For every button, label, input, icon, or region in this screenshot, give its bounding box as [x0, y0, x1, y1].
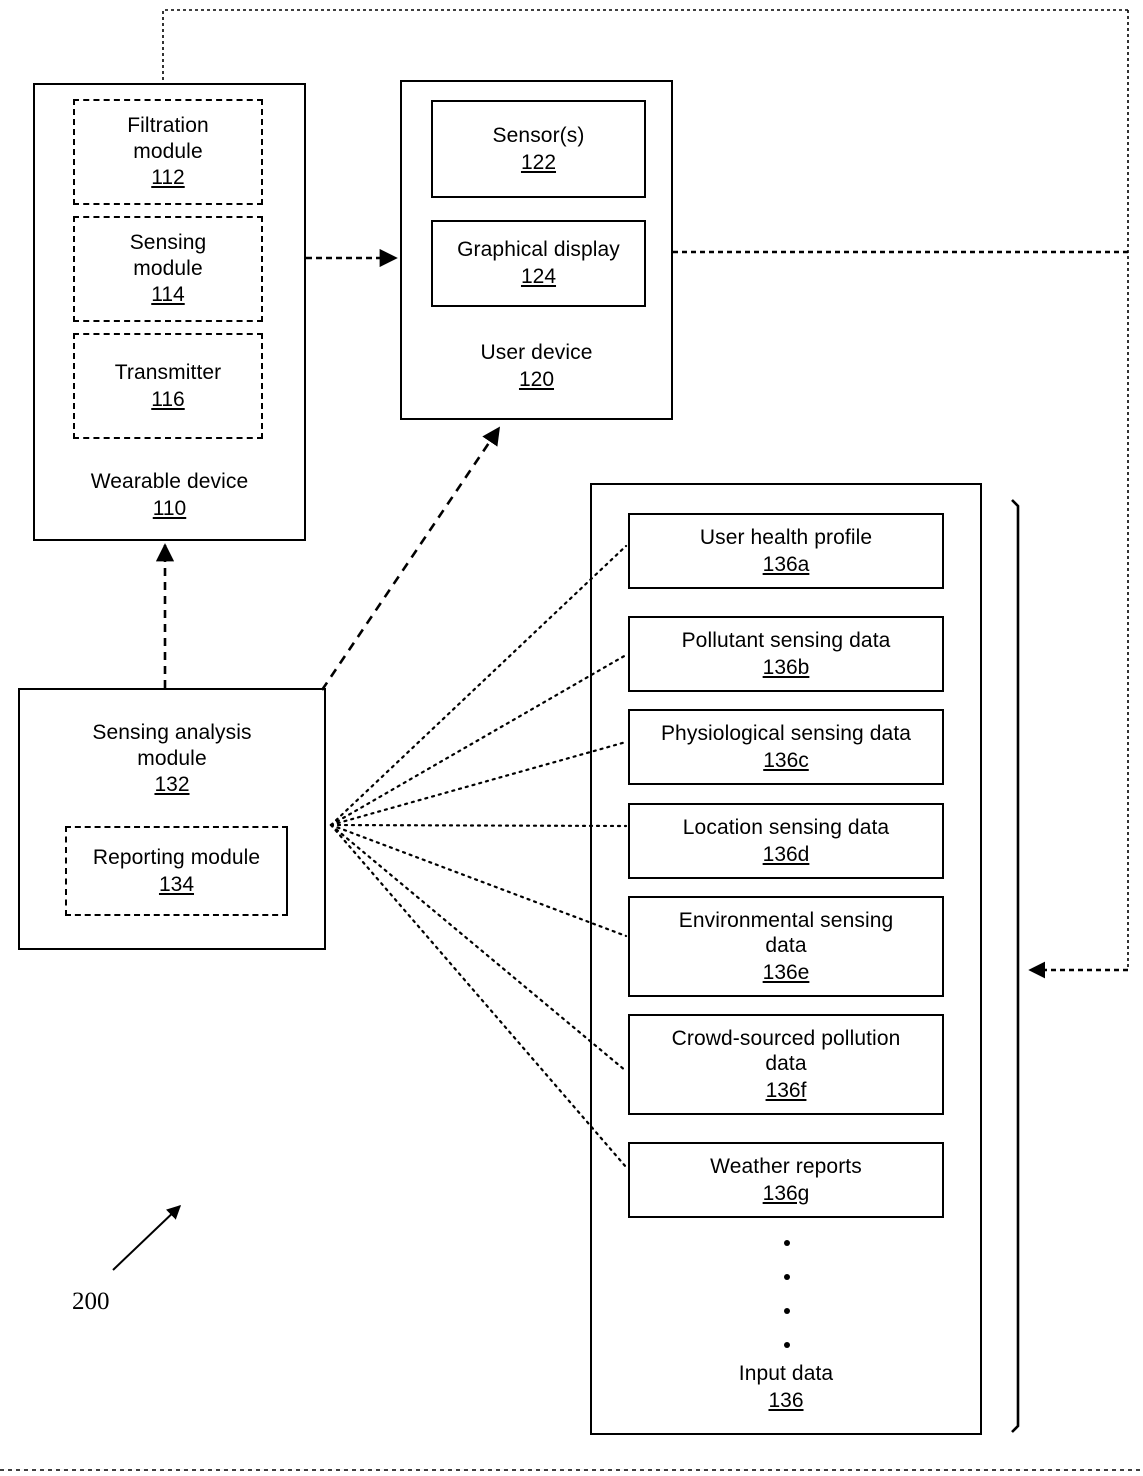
user-device-ref: 120 [518, 368, 555, 392]
filtration-module-box[interactable]: Filtration module 112 [73, 99, 263, 205]
connector-fan-input-data [329, 544, 628, 1169]
input-data-bracket [1011, 499, 1020, 1433]
input-data-ref: 136 [768, 1389, 804, 1413]
sensing-analysis-label-line2: module [137, 746, 207, 770]
sensing-module-label-line1: Sensing [129, 231, 207, 255]
crowd-sourced-pollution-data-box[interactable]: Crowd-sourced pollution data 136f [628, 1014, 944, 1115]
sensors-ref: 122 [520, 150, 557, 174]
graphical-display-ref: 124 [520, 265, 557, 288]
wearable-device-container[interactable]: Filtration module 112 Sensing module 114… [33, 83, 306, 541]
fan-line-136b [329, 653, 628, 827]
sensing-module-label-line2: module [133, 256, 203, 280]
physiological-sensing-data-box[interactable]: Physiological sensing data 136c [628, 709, 944, 785]
environmental-sensing-data-label-line2: data [765, 934, 807, 958]
location-sensing-data-box[interactable]: Location sensing data 136d [628, 803, 944, 879]
sensing-module-ref: 114 [151, 283, 185, 307]
crowd-sourced-pollution-data-label-line1: Crowd-sourced pollution [671, 1026, 901, 1050]
location-sensing-data-ref: 136d [762, 842, 810, 866]
fan-line-136e [329, 823, 628, 938]
sensors-box[interactable]: Sensor(s) 122 [431, 100, 646, 198]
user-health-profile-label: User health profile [699, 525, 873, 549]
fan-line-136g [329, 823, 628, 1169]
input-data-caption: Input data 136 [592, 1361, 980, 1415]
weather-reports-ref: 136g [762, 1181, 810, 1205]
user-health-profile-box[interactable]: User health profile 136a [628, 513, 944, 589]
connector-analysis-to-userdevice [320, 426, 501, 691]
user-device-title: User device [480, 341, 593, 364]
figure-number-label: 200 [72, 1288, 110, 1315]
reporting-module-label: Reporting module [92, 845, 261, 869]
user-device-container[interactable]: Sensor(s) 122 Graphical display 124 User… [400, 80, 673, 420]
filtration-module-label-line1: Filtration [127, 114, 209, 138]
graphical-display-box[interactable]: Graphical display 124 [431, 220, 646, 307]
physiological-sensing-data-ref: 136c [763, 748, 809, 772]
connector-top-feedback [162, 9, 1128, 83]
graphical-display-label: Graphical display [457, 238, 620, 262]
ellipsis-dot [784, 1308, 790, 1314]
figure-leader-arrow [112, 1205, 182, 1271]
input-data-title: Input data [738, 1362, 834, 1385]
sensors-label: Sensor(s) [492, 123, 585, 147]
transmitter-module-box[interactable]: Transmitter 116 [73, 333, 263, 439]
reporting-module-box[interactable]: Reporting module 134 [65, 826, 288, 916]
filtration-module-ref: 112 [151, 166, 185, 190]
input-data-container[interactable]: User health profile 136a Pollutant sensi… [590, 483, 982, 1435]
ellipsis-dot [784, 1342, 790, 1348]
environmental-sensing-data-label-line1: Environmental sensing [678, 908, 894, 932]
ellipsis-dot [784, 1274, 790, 1280]
vertical-ellipsis [783, 1240, 791, 1348]
reporting-module-ref: 134 [158, 872, 195, 896]
sensing-analysis-ref: 132 [154, 773, 190, 797]
filtration-module-label-line2: module [133, 139, 203, 163]
environmental-sensing-data-box[interactable]: Environmental sensing data 136e [628, 896, 944, 997]
weather-reports-label: Weather reports [710, 1154, 862, 1178]
user-health-profile-ref: 136a [762, 552, 810, 576]
crowd-sourced-pollution-data-label-line2: data [765, 1052, 807, 1076]
pollutant-sensing-data-box[interactable]: Pollutant sensing data 136b [628, 616, 944, 692]
location-sensing-data-label: Location sensing data [682, 815, 890, 839]
user-device-caption: User device 120 [402, 340, 671, 394]
pollutant-sensing-data-ref: 136b [762, 655, 810, 679]
physiological-sensing-data-label: Physiological sensing data [660, 721, 912, 745]
wearable-device-ref: 110 [152, 497, 187, 521]
fan-line-136f [329, 823, 628, 1073]
fan-line-136c [329, 740, 628, 827]
crowd-sourced-pollution-data-ref: 136f [765, 1078, 807, 1102]
sensing-analysis-label-line1: Sensing analysis [92, 721, 252, 744]
environmental-sensing-data-ref: 136e [762, 960, 810, 984]
weather-reports-box[interactable]: Weather reports 136g [628, 1142, 944, 1218]
fan-line-136a [329, 544, 628, 827]
fan-line-136d [329, 823, 628, 828]
wearable-device-title: Wearable device [90, 470, 249, 493]
wearable-device-caption: Wearable device 110 [35, 469, 304, 523]
transmitter-module-label-line1: Transmitter [114, 360, 222, 384]
transmitter-module-ref: 116 [151, 387, 185, 411]
ellipsis-dot [784, 1240, 790, 1246]
sensing-analysis-module-container[interactable]: Sensing analysis module 132 Reporting mo… [18, 688, 326, 950]
sensing-module-box[interactable]: Sensing module 114 [73, 216, 263, 322]
pollutant-sensing-data-label: Pollutant sensing data [681, 628, 891, 652]
